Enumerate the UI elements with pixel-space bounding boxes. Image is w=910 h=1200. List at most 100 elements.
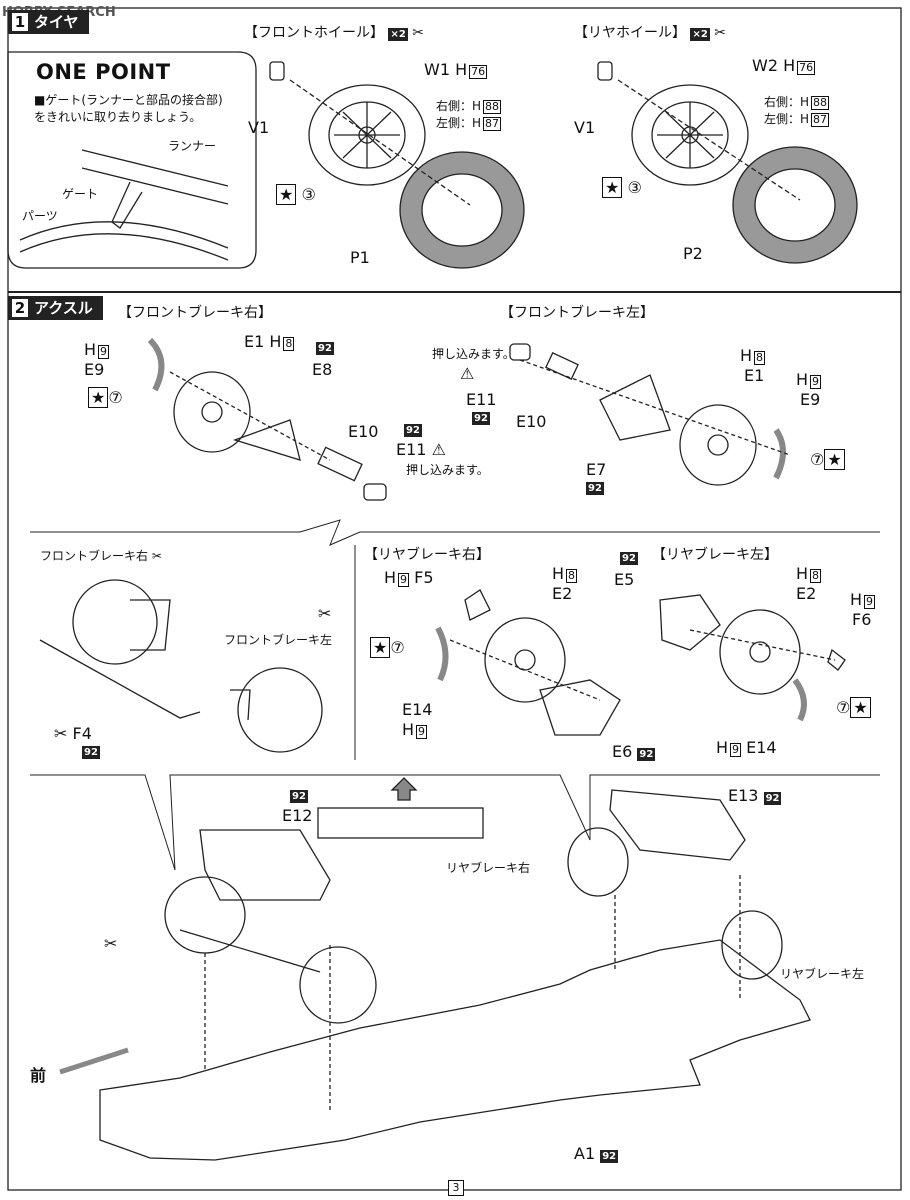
cement-icon: ✂: [54, 724, 68, 743]
step-num: ⑦: [108, 388, 123, 407]
front-assy-left-label: フロントブレーキ左: [224, 633, 333, 647]
front-brake-right-step: ★⑦: [88, 387, 123, 408]
h9-box: 9: [416, 725, 428, 739]
rear-wheel-qty: ×2: [690, 28, 710, 41]
front-brake-left-e11-color: 92: [472, 412, 490, 425]
front-tire-p1: P1: [350, 248, 370, 267]
front-wheel-left-color: 87: [483, 117, 502, 131]
page-number: 3: [448, 1180, 464, 1196]
step-num: ⑦: [390, 638, 405, 657]
front-wheel-w1-text: W1: [424, 60, 450, 79]
rear-wheel-right-color: 88: [811, 96, 830, 110]
a1-text: A1: [574, 1144, 596, 1163]
section-2-title: アクスル: [34, 299, 93, 317]
front-wheel-title-text: 【フロントホイール】: [244, 25, 384, 41]
chassis-e13: E13 92: [728, 788, 782, 805]
front-brake-left-e11: E11: [466, 390, 497, 409]
e11-text: E11: [396, 440, 427, 459]
front-brake-left-e7: E7: [586, 460, 607, 479]
e6-text: E6: [612, 742, 633, 761]
rear-brake-right-title: 【リヤブレーキ右】: [364, 547, 490, 563]
front-brake-left-e7-color: 92: [586, 482, 604, 495]
front-brake-right-e8: E8: [312, 360, 333, 379]
h9-box: 9: [98, 345, 110, 359]
front-brake-right-title: 【フロントブレーキ右】: [118, 305, 272, 321]
front-brake-left-step: ⑦★: [810, 449, 845, 470]
one-point-note-line1: ■ゲート(ランナーと部品の接合部): [34, 93, 223, 107]
chassis-rear-right-label: リヤブレーキ右: [446, 861, 531, 875]
h8-box: 8: [283, 337, 295, 351]
rear-brake-right-e2: E2: [552, 584, 573, 603]
rear-wheel-title: 【リヤホイール】 ×2 ✂: [574, 22, 726, 42]
front-wheel-qty: ×2: [388, 28, 408, 41]
section-1-number: 1: [12, 13, 28, 31]
front-brake-left-title: 【フロントブレーキ左】: [500, 305, 654, 321]
star-icon: ★: [276, 184, 297, 205]
chassis-a1: A1 92: [574, 1144, 619, 1163]
h8-box: 8: [566, 569, 578, 583]
rear-wheel-w2-color: 76: [797, 61, 816, 75]
warning-icon: ⚠: [431, 440, 446, 459]
rear-wheel-left-color: 87: [811, 113, 830, 127]
front-brake-right-push: 押し込みます。: [406, 463, 489, 477]
front-assy-f4-color: 92: [82, 746, 100, 759]
one-point-title: ONE POINT: [36, 60, 171, 84]
section-2-number: 2: [12, 299, 28, 317]
step-num: ⑦: [836, 698, 851, 717]
parts-label: パーツ: [22, 209, 58, 223]
rear-wheel-right-label: 右側：H: [764, 95, 810, 109]
h9-box: 9: [398, 573, 410, 587]
rear-brake-left-f6: F6: [852, 610, 872, 629]
front-wheel-step-num: ③: [301, 185, 316, 204]
h9-box: 9: [864, 595, 876, 609]
rear-brake-right-e14: E14: [402, 700, 433, 719]
star-icon: ★: [370, 637, 391, 658]
front-brake-right-e11-color: 92: [404, 424, 422, 437]
chassis-e12: E12: [282, 806, 313, 825]
one-point-note: ■ゲート(ランナーと部品の接合部) をきれいに取り去りましょう。: [34, 92, 223, 126]
chassis-front-label: 前: [30, 1066, 47, 1085]
runner-label: ランナー: [168, 139, 217, 153]
h8-box: 8: [754, 351, 766, 365]
rear-wheel-title-text: 【リヤホイール】: [574, 25, 686, 41]
cement-icon: ✂: [714, 25, 726, 41]
e1-text: E1: [244, 332, 265, 351]
front-wheel-v1: V1: [248, 118, 270, 137]
rear-brake-left-title: 【リヤブレーキ左】: [652, 547, 778, 563]
front-assy-right-text: フロントブレーキ右: [40, 549, 149, 563]
e14-text: E14: [746, 738, 777, 757]
rear-brake-right-e6: E6 92: [612, 742, 656, 761]
f5-text: F5: [414, 568, 434, 587]
rear-wheel-v1: V1: [574, 118, 596, 137]
chassis-rear-left-label: リヤブレーキ左: [780, 967, 865, 981]
f4-text: F4: [72, 724, 92, 743]
star-icon: ★: [824, 449, 845, 470]
rear-brake-left-e5: E5: [614, 570, 635, 589]
rear-wheel-drawing: [597, 61, 858, 264]
front-wheel-step: ★ ③: [276, 184, 316, 205]
front-brake-left-e1: E1: [744, 366, 765, 385]
cement-icon: ✂: [318, 604, 332, 623]
front-brake-right-e8-color: 92: [316, 342, 334, 355]
front-assy-right-label: フロントブレーキ右 ✂: [40, 550, 162, 562]
color-92: 92: [637, 748, 656, 761]
rear-brake-left-e5-color: 92: [620, 552, 638, 565]
front-brake-left-push: 押し込みます。: [432, 347, 515, 361]
h9-box: 9: [730, 743, 742, 757]
front-wheel-right-color: 88: [483, 100, 502, 114]
rear-wheel-step-num: ③: [627, 178, 642, 197]
